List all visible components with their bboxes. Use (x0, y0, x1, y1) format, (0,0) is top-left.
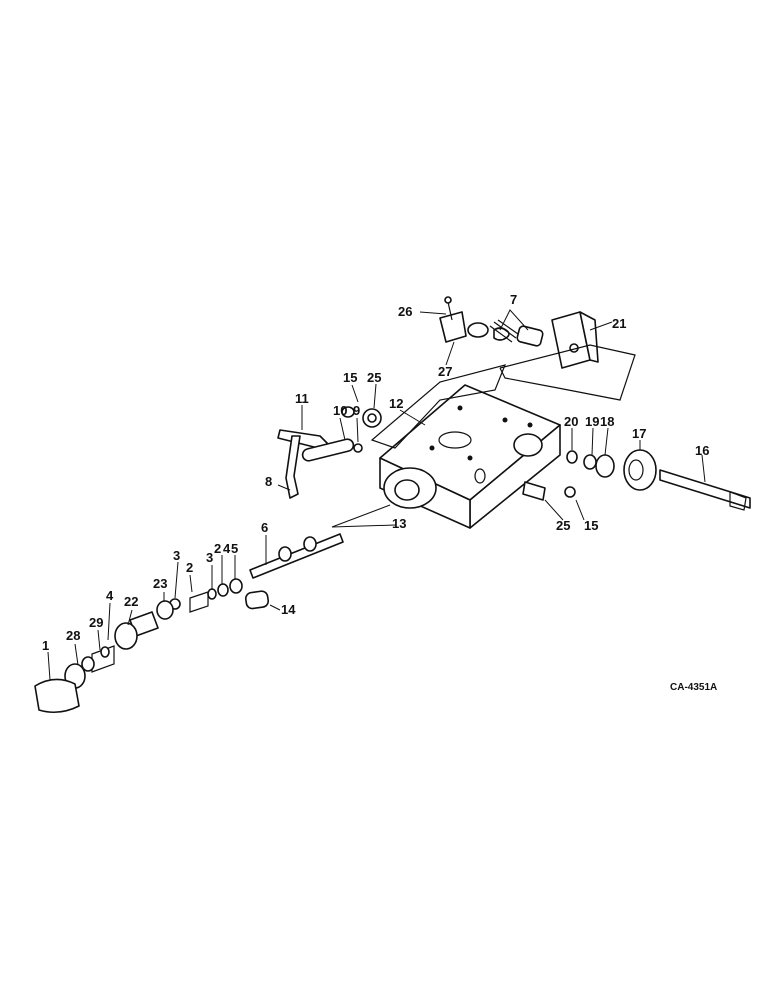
callout-13: 13 (392, 516, 406, 531)
control-linkage (277, 406, 382, 499)
callout-4: 4 (106, 588, 114, 603)
callout-8: 8 (265, 474, 272, 489)
callout-20: 20 (564, 414, 578, 429)
callout-11: 11 (295, 391, 309, 406)
callout-6: 6 (261, 520, 268, 535)
callout-21: 21 (612, 316, 626, 331)
callout-2: 2 (186, 560, 193, 575)
callout-2-second: 2 (214, 541, 221, 556)
figure-id: CA-4351A (670, 682, 717, 693)
callout-3-second: 3 (206, 550, 213, 565)
callout-5: 5 (231, 541, 238, 556)
cover-plate (499, 311, 636, 401)
callout-9: 9 (353, 403, 360, 418)
callout-7: 7 (510, 292, 517, 307)
callout-26: 26 (398, 304, 412, 319)
valve-housing (379, 384, 561, 529)
lever-bracket (439, 296, 489, 343)
callouts: 1 28 29 4 22 23 3 2 3 2 4 5 6 14 13 8 11… (42, 292, 709, 653)
relief-valve-stack (34, 583, 229, 714)
leader-lines (47, 309, 706, 681)
callout-15-second: 15 (584, 518, 598, 533)
spool-assembly (522, 449, 751, 511)
callout-3: 3 (173, 548, 180, 563)
callout-15: 15 (343, 370, 357, 385)
callout-29: 29 (89, 615, 103, 630)
callout-4-second: 4 (223, 541, 231, 556)
callout-25: 25 (367, 370, 381, 385)
callout-14: 14 (281, 602, 296, 617)
callout-10: 10 (333, 403, 347, 418)
callout-18: 18 (600, 414, 614, 429)
callout-25-second: 25 (556, 518, 570, 533)
callout-23: 23 (153, 576, 167, 591)
callout-12: 12 (389, 396, 403, 411)
callout-17: 17 (632, 426, 646, 441)
gasket (370, 364, 506, 449)
callout-16: 16 (695, 443, 709, 458)
callout-1: 1 (42, 638, 49, 653)
valve-stem (229, 533, 344, 610)
callout-22: 22 (124, 594, 138, 609)
callout-28: 28 (66, 628, 80, 643)
callout-27: 27 (438, 364, 452, 379)
callout-19: 19 (585, 414, 599, 429)
plunger-assembly (489, 319, 544, 347)
